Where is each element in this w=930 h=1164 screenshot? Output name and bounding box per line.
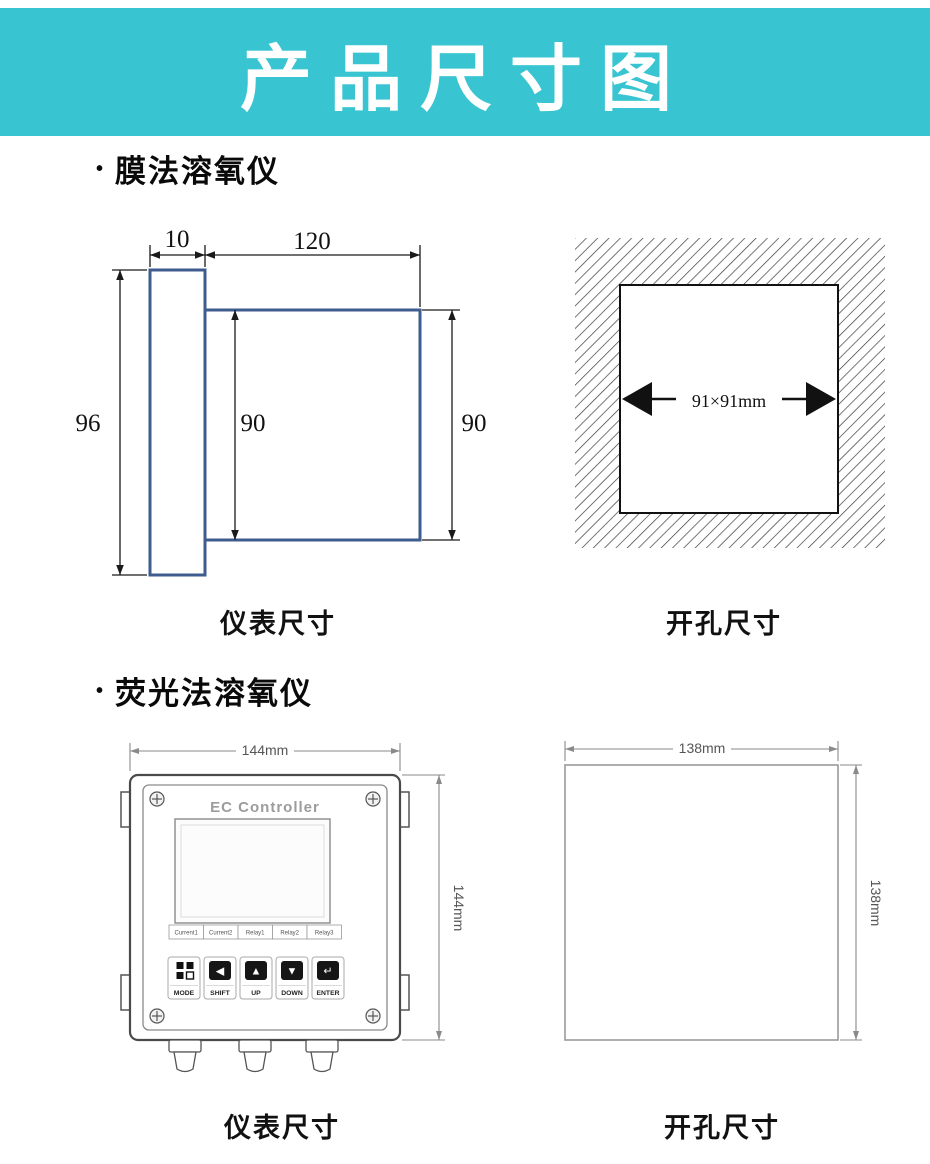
button-row: MODE ◀ SHIFT ▲ UP [167,956,345,1000]
display-screen [174,818,331,924]
controller-caption: 仪表尺寸 [224,1113,340,1143]
shift-button-label: SHIFT [210,990,230,997]
mode-grid-icon [176,962,195,980]
fluorescence-cutout-drawing: 138mm 138mm [564,738,884,1041]
dim-flange-height-label: 96 [76,410,101,437]
controller-device: EC Controller Current1 Current2 Relay1 R… [120,773,410,1073]
right-arrowhead-icon [806,382,836,416]
cutout-dimension-arrow: 91×91mm [622,382,836,416]
corner-screws [149,791,381,1024]
dim-flange-width-label: 10 [165,226,190,253]
cutout-top-label-bg [673,738,731,757]
terminal-label: Current1 [175,931,199,937]
dim-label-bg [676,383,782,415]
controller-right-dimension-arrows [436,775,442,1040]
controller-width-label: 144mm [242,742,289,758]
body-rect [203,308,422,542]
cable-gland [238,1039,272,1073]
membrane-section-heading: • 膜法溶氧仪 [96,146,280,191]
fluorescence-cutout-caption: 开孔尺寸 [664,1113,780,1143]
membrane-heading-text: 膜法溶氧仪 [115,154,281,189]
cutout-height-label: 138mm [868,880,884,927]
cutout-dimension-label: 91×91mm [692,391,766,411]
cable-glands [168,1039,339,1073]
down-icon-glyph: ▼ [287,966,298,978]
enter-return-icon [317,961,339,980]
flange-rect [148,268,207,577]
terminal-label: Relay2 [280,931,299,937]
down-button: ▼ DOWN [275,956,309,1000]
enter-icon-glyph: ↵ [323,966,332,978]
controller-top-dimension-arrows [130,748,400,754]
dim-body-height-inner-label: 90 [241,410,266,437]
dim-body-height-right-label: 90 [462,410,487,437]
right-dim-label-bg [446,879,463,937]
shift-left-icon [209,961,231,980]
page-title-banner: 产品尺寸图 [0,8,930,136]
membrane-cutout-caption: 开孔尺寸 [666,609,782,639]
cutout-right-dimension-lines [840,764,862,1041]
membrane-instrument-drawing: 10 120 96 90 90 [76,226,487,577]
cutout-right-dimension-arrows [853,765,859,1040]
terminal-label: Current2 [209,931,233,937]
up-button-label: UP [251,990,261,997]
display-inner [180,824,325,918]
membrane-instrument-caption: 仪表尺寸 [220,609,336,639]
up-icon-glyph: ▲ [251,966,262,978]
controller-height-label: 144mm [451,885,467,932]
terminal-label: Relay1 [246,931,265,937]
bullet-icon: • [96,157,104,180]
cutout-top-dimension-arrows [565,746,838,752]
cutout-right-label-bg [863,874,881,932]
enter-button-label: ENTER [316,990,339,997]
cutout-square [564,764,839,1041]
left-arrowhead-icon [622,382,652,416]
down-button-label: DOWN [281,990,303,997]
mode-button: MODE [167,956,201,1000]
instrument-body [148,268,422,577]
dimension-lines [112,245,460,576]
fluorescence-heading-text: 荧光法溶氧仪 [115,676,314,711]
cable-gland [168,1039,202,1073]
up-arrow-icon [245,961,267,980]
membrane-cutout-drawing: 91×91mm [575,238,885,548]
cutout-width-label: 138mm [679,740,726,756]
controller-title: EC Controller [210,799,320,816]
dim-body-width-label: 120 [293,228,331,255]
mode-button-label: MODE [174,990,195,997]
controller-right-dimension-lines [402,774,445,1041]
enter-button: ↵ ENTER [311,956,345,1000]
shift-button: ◀ SHIFT [203,956,237,1000]
dimension-labels: 10 120 96 90 90 [76,226,487,437]
top-dim-label-bg [236,740,294,759]
shift-icon-glyph: ◀ [216,966,225,978]
controller-drawing: 144mm 144mm [120,740,467,1073]
cable-gland [305,1039,339,1073]
fluorescence-section-heading: • 荧光法溶氧仪 [96,668,313,713]
bullet-icon: • [96,679,104,702]
up-button: ▲ UP [239,956,273,1000]
terminal-label: Relay3 [315,931,334,937]
down-arrow-icon [281,961,303,980]
dimension-arrowheads [116,251,456,575]
terminal-strip: Current1 Current2 Relay1 Relay2 Relay3 [168,924,342,940]
page-title: 产品尺寸图 [239,39,690,120]
